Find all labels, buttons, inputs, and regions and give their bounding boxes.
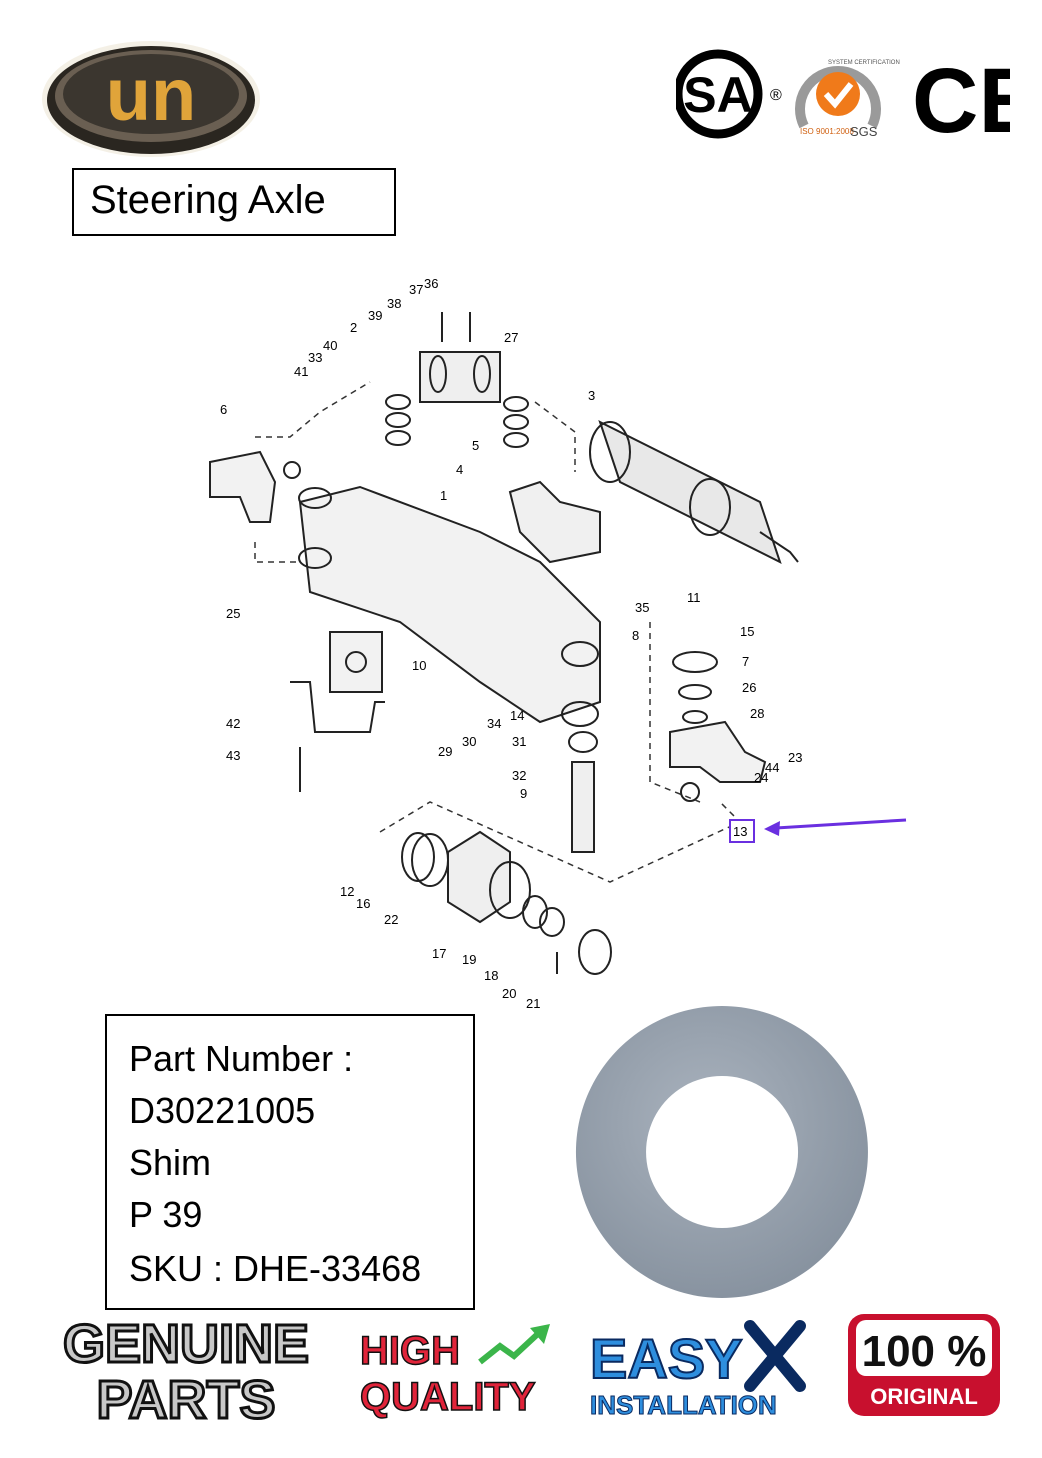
svg-text:39: 39 bbox=[368, 308, 382, 323]
genuine-parts-badge: GENUINE PARTS bbox=[61, 1313, 310, 1432]
part-number: D30221005 bbox=[129, 1090, 316, 1131]
svg-text:2: 2 bbox=[350, 320, 357, 335]
svg-text:23: 23 bbox=[788, 750, 802, 765]
svg-text:14: 14 bbox=[510, 708, 524, 723]
svg-text:20: 20 bbox=[502, 986, 516, 1001]
svg-text:5: 5 bbox=[472, 438, 479, 453]
title-box: Steering Axle bbox=[72, 168, 396, 236]
svg-text:12: 12 bbox=[340, 884, 354, 899]
svg-text:21: 21 bbox=[526, 996, 540, 1011]
easy-installation-badge: EASY INSTALLATION bbox=[589, 1320, 806, 1421]
page-reference: P 39 bbox=[129, 1194, 203, 1235]
svg-text:43: 43 bbox=[226, 748, 240, 763]
svg-text:33: 33 bbox=[308, 350, 322, 365]
sgs-iso-logo: SYSTEM CERTIFICATION ISO 9001:2008 SGS bbox=[795, 60, 900, 139]
svg-text:17: 17 bbox=[432, 946, 446, 961]
svg-text:26: 26 bbox=[742, 680, 756, 695]
highlighted-callout: 13 bbox=[729, 818, 907, 843]
svg-text:1: 1 bbox=[440, 488, 447, 503]
svg-text:27: 27 bbox=[504, 330, 518, 345]
svg-text:16: 16 bbox=[356, 896, 370, 911]
svg-text:31: 31 bbox=[512, 734, 526, 749]
svg-text:13: 13 bbox=[733, 824, 747, 839]
svg-text:30: 30 bbox=[462, 734, 476, 749]
svg-text:QUALITY: QUALITY bbox=[360, 1375, 536, 1419]
svg-text:15: 15 bbox=[740, 624, 754, 639]
svg-text:INSTALLATION: INSTALLATION bbox=[590, 1390, 777, 1420]
svg-text:40: 40 bbox=[323, 338, 337, 353]
shim-photo bbox=[575, 1006, 868, 1298]
svg-text:32: 32 bbox=[512, 768, 526, 783]
svg-text:19: 19 bbox=[462, 952, 476, 967]
svg-text:6: 6 bbox=[220, 402, 227, 417]
svg-text:ISO 9001:2008: ISO 9001:2008 bbox=[800, 127, 854, 136]
svg-text:10: 10 bbox=[412, 658, 426, 673]
svg-text:EASY: EASY bbox=[590, 1327, 743, 1390]
svg-text:PARTS: PARTS bbox=[96, 1370, 275, 1430]
badges-row: GENUINE PARTS HIGH QUALITY EASY INSTALLA… bbox=[61, 1313, 1000, 1432]
svg-text:7: 7 bbox=[742, 654, 749, 669]
high-quality-badge: HIGH QUALITY bbox=[359, 1324, 550, 1420]
svg-text:44: 44 bbox=[765, 760, 779, 775]
svg-text:SYSTEM CERTIFICATION: SYSTEM CERTIFICATION bbox=[828, 60, 900, 66]
svg-text:®: ® bbox=[770, 87, 782, 104]
svg-text:24: 24 bbox=[754, 770, 768, 785]
svg-text:3: 3 bbox=[588, 388, 595, 403]
svg-text:11: 11 bbox=[687, 590, 701, 605]
svg-text:36: 36 bbox=[424, 276, 438, 291]
svg-text:38: 38 bbox=[387, 296, 401, 311]
svg-text:100 %: 100 % bbox=[862, 1327, 987, 1376]
part-number-label: Part Number : bbox=[129, 1038, 354, 1079]
svg-text:37: 37 bbox=[409, 282, 423, 297]
svg-text:41: 41 bbox=[294, 364, 308, 379]
svg-text:SGS: SGS bbox=[850, 124, 878, 139]
original-badge: 100 % ORIGINAL bbox=[848, 1314, 1000, 1416]
exploded-parts-diagram: 36 37 38 39 2 27 40 33 41 3 6 5 4 1 35 1… bbox=[209, 276, 907, 1011]
svg-text:34: 34 bbox=[487, 716, 501, 731]
svg-text:4: 4 bbox=[456, 462, 463, 477]
page-title: Steering Axle bbox=[90, 178, 326, 222]
svg-text:CE: CE bbox=[912, 50, 1010, 144]
certification-logos: SA ® SYSTEM CERTIFICATION ISO 9001:2008 … bbox=[676, 49, 1010, 144]
sku: SKU : DHE-33468 bbox=[129, 1248, 422, 1289]
csa-logo: SA ® bbox=[676, 49, 782, 139]
svg-text:29: 29 bbox=[438, 744, 452, 759]
svg-text:ORIGINAL: ORIGINAL bbox=[870, 1384, 978, 1409]
svg-text:GENUINE: GENUINE bbox=[63, 1314, 309, 1374]
ce-logo: CE bbox=[912, 50, 1010, 144]
svg-text:25: 25 bbox=[226, 606, 240, 621]
svg-text:42: 42 bbox=[226, 716, 240, 731]
svg-text:8: 8 bbox=[632, 628, 639, 643]
part-name: Shim bbox=[129, 1142, 212, 1183]
svg-text:28: 28 bbox=[750, 706, 764, 721]
logo-text: un bbox=[106, 53, 196, 136]
part-info-box: Part Number : D30221005 Shim P 39 SKU : … bbox=[105, 1014, 475, 1310]
svg-text:18: 18 bbox=[484, 968, 498, 983]
svg-text:9: 9 bbox=[520, 786, 527, 801]
svg-text:SA: SA bbox=[683, 67, 752, 123]
svg-text:HIGH: HIGH bbox=[360, 1329, 460, 1373]
svg-text:35: 35 bbox=[635, 600, 649, 615]
brand-logo: un bbox=[42, 41, 260, 157]
svg-text:22: 22 bbox=[384, 912, 398, 927]
